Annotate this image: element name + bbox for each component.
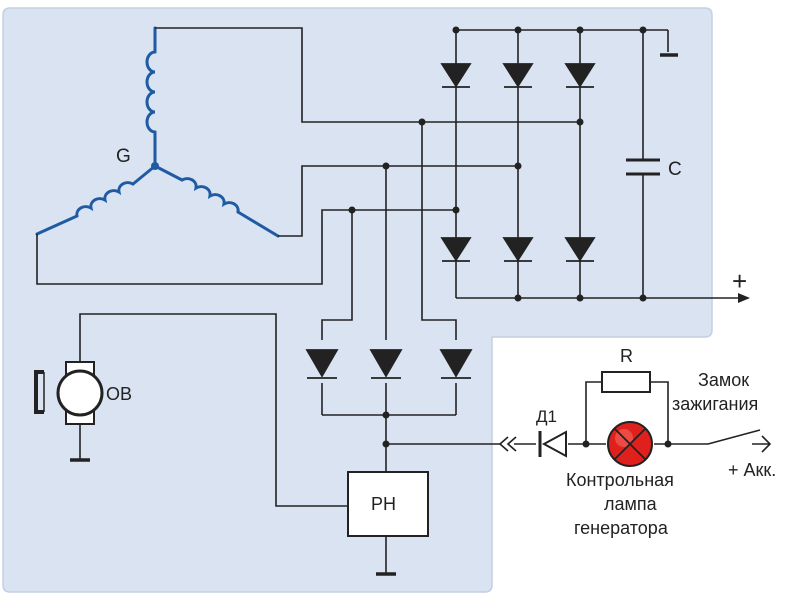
auxiliary-diodes xyxy=(305,349,473,379)
warning-lamp-icon xyxy=(607,421,653,467)
diode-d1-icon xyxy=(538,430,567,458)
output-arrow xyxy=(738,293,750,303)
junction-dots xyxy=(348,26,672,448)
lamp-label-line2: лампа xyxy=(604,494,658,514)
voltage-regulator-box xyxy=(347,471,429,537)
resistor-label: R xyxy=(620,346,633,366)
capacitor-icon xyxy=(626,158,660,176)
field-winding-icon xyxy=(34,361,104,425)
diode-icon xyxy=(305,349,339,378)
connector-chevrons-icon xyxy=(498,436,517,452)
stator-windings xyxy=(35,26,280,238)
generator-panel xyxy=(2,7,713,593)
diode-icon xyxy=(440,63,472,88)
lamp-label-line3: генератора xyxy=(574,518,669,538)
ignition-switch-label-line1: Замок xyxy=(698,370,749,390)
winding-star-point xyxy=(151,162,159,170)
diode-icon xyxy=(502,63,534,88)
ignition-switch-label-line2: зажигания xyxy=(672,394,758,414)
generator-label: G xyxy=(116,146,131,167)
diode-icon xyxy=(502,237,534,262)
lamp-label-line1: Контрольная xyxy=(566,470,674,490)
diode-d1-label: Д1 xyxy=(536,407,557,426)
diode-icon xyxy=(369,349,403,378)
diode-icon xyxy=(440,237,472,262)
output-plus-label: + xyxy=(732,266,747,296)
regulator-label: РН xyxy=(371,494,396,514)
battery-label: + Акк. xyxy=(728,460,776,480)
ignition-switch-icon xyxy=(761,435,772,453)
diode-icon xyxy=(564,63,596,88)
wiring xyxy=(36,27,770,574)
capacitor-label: C xyxy=(668,159,682,180)
resistor-icon xyxy=(601,371,651,393)
rectifier-diodes xyxy=(440,63,596,262)
diode-icon xyxy=(439,349,473,378)
field-winding-label: ОВ xyxy=(106,384,132,404)
diode-icon xyxy=(564,237,596,262)
